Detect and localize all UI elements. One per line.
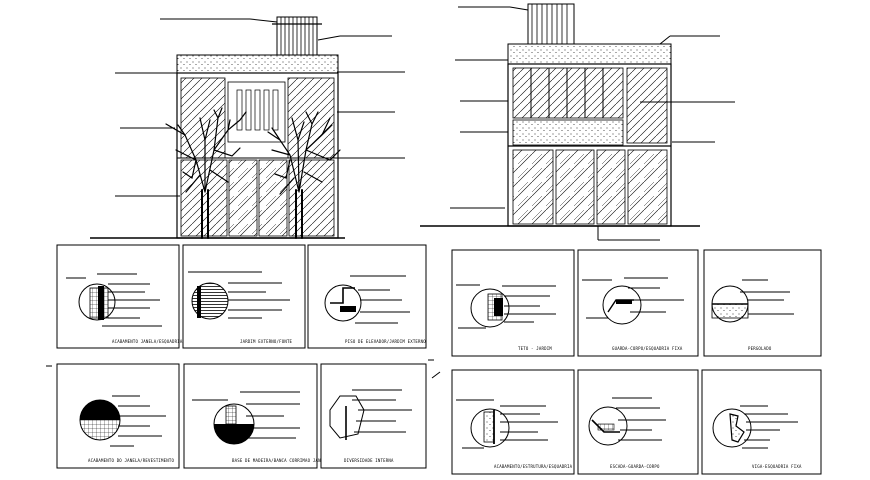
detail-panel-2: JARDIM EXTERNO/FONTE <box>182 244 306 349</box>
detail-panel-6: DIVERSIDADE INTERNA <box>320 363 427 469</box>
tree-left <box>165 107 247 239</box>
caption-1: ACABAMENTO JANELA/ESQUADRIA <box>112 339 183 344</box>
detail-panel-1: ACABAMENTO JANELA/ESQUADRIA <box>56 244 183 349</box>
detail-panel-4: ACABAMENTO DO JANELA/REVESTIMENTO <box>56 363 180 469</box>
detail-panel-8: GUARDA-CORPO/ESQUADRIA FIXA <box>577 249 699 357</box>
detail-panel-12: VIGA-ESQUADRIA FIXA <box>701 369 822 475</box>
caption-7: TETO - JARDIM <box>518 346 552 351</box>
caption-9: PERGOLADO <box>748 346 772 351</box>
caption-3: PISO DE ELEVADOR/JARDIM EXTERNO <box>345 339 426 344</box>
caption-8: GUARDA-CORPO/ESQUADRIA FIXA <box>612 346 683 351</box>
caption-5: BASE DE MADEIRA/BANCA CORRIMAO JANELA <box>232 458 329 463</box>
caption-11: ESCADA-GUARDA-CORPO <box>610 464 660 469</box>
detail-panel-3: PISO DE ELEVADOR/JARDIM EXTERNO <box>307 244 427 349</box>
detail-panel-5: BASE DE MADEIRA/BANCA CORRIMAO JANELA <box>183 363 329 469</box>
detail-panel-7: TETO - JARDIM <box>451 249 575 357</box>
caption-12: VIGA-ESQUADRIA FIXA <box>752 464 802 469</box>
side-elevation-right <box>420 3 735 241</box>
section-marks <box>46 359 441 379</box>
caption-6: DIVERSIDADE INTERNA <box>344 458 394 463</box>
caption-2: JARDIM EXTERNO/FONTE <box>240 339 293 344</box>
tree-right <box>267 111 341 239</box>
detail-panel-9: PERGOLADO <box>703 249 822 357</box>
front-elevation-left <box>90 16 405 239</box>
detail-panel-10: ACABAMENTO/ESTRUTURA/ESQUADRIA <box>451 369 575 475</box>
caption-4: ACABAMENTO DO JANELA/REVESTIMENTO <box>88 458 174 463</box>
detail-panel-11: ESCADA-GUARDA-CORPO <box>577 369 699 475</box>
caption-10: ACABAMENTO/ESTRUTURA/ESQUADRIA <box>494 464 573 469</box>
